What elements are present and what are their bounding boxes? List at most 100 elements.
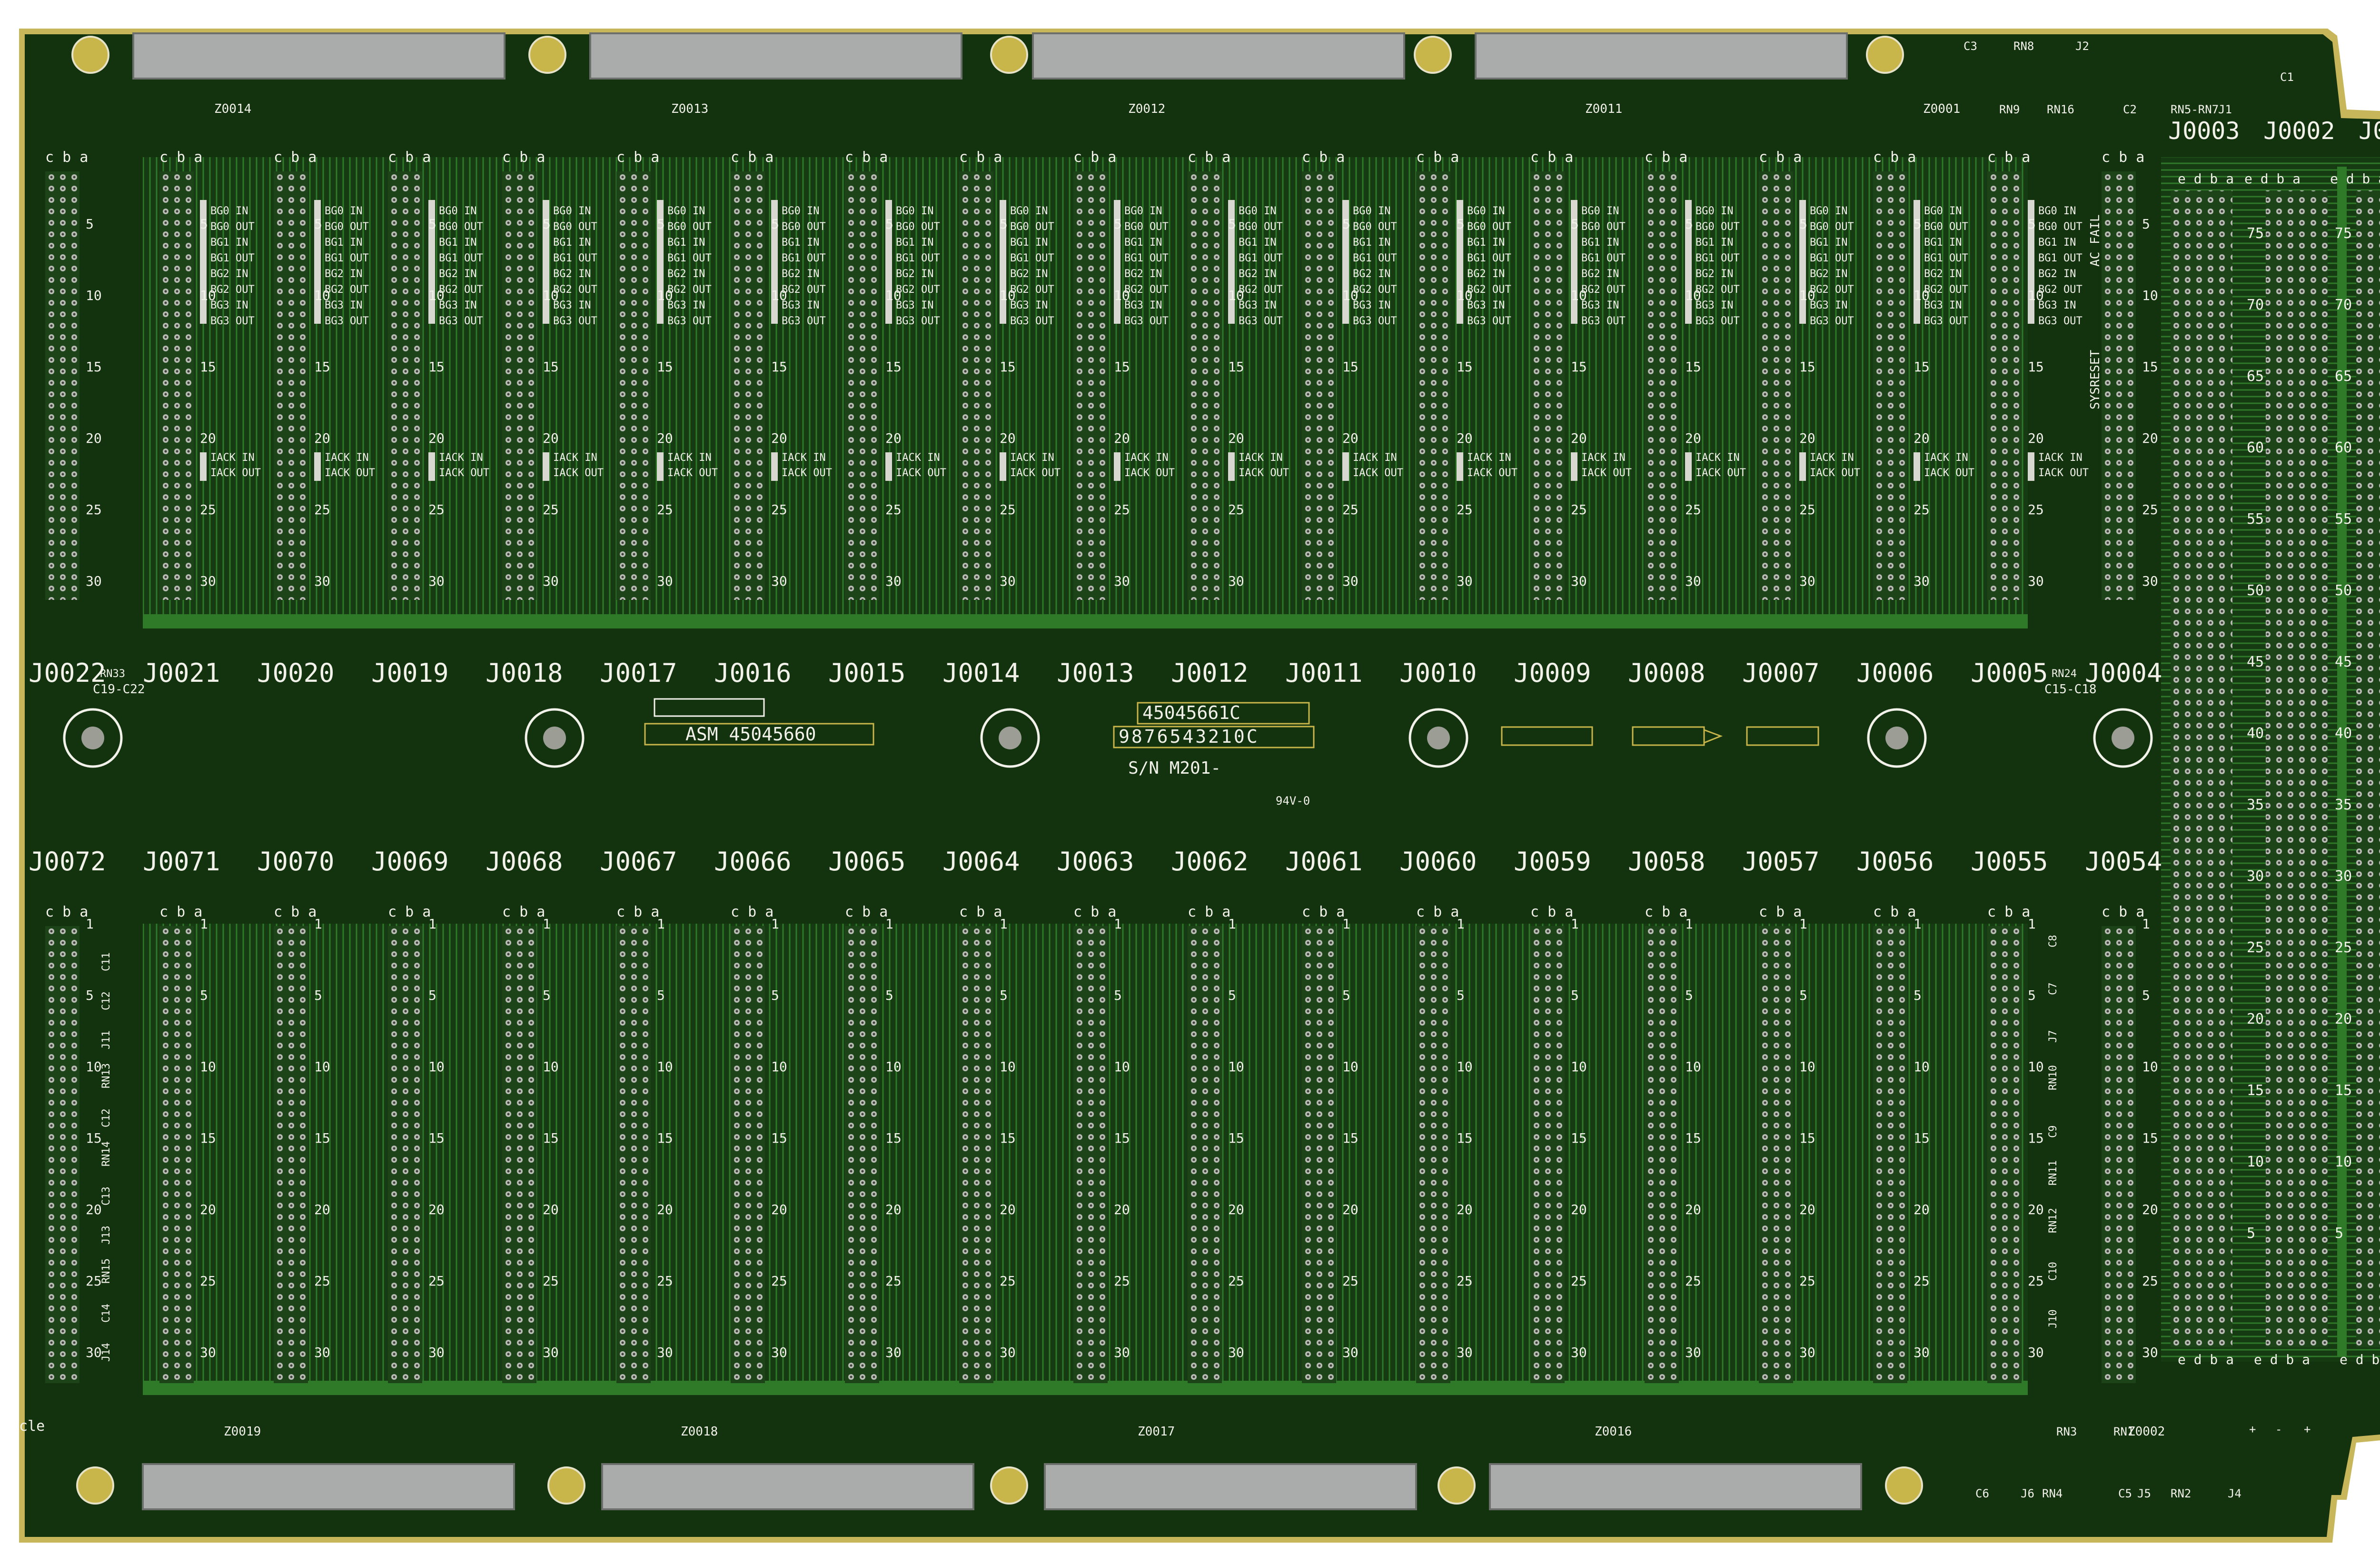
signal-label: BG0 IN — [1010, 205, 1048, 217]
pin-row-number: 5 — [1685, 987, 1693, 1003]
pin-row-number: 5 — [86, 987, 94, 1003]
signal-label: BG3 IN — [1124, 299, 1162, 311]
zone-label: Z0019 — [224, 1425, 261, 1439]
zone-label: Z0017 — [1138, 1425, 1175, 1439]
pin-row-number: 30 — [885, 573, 902, 589]
pin-row-number: 30 — [1114, 573, 1130, 589]
pin-row-number: 20 — [1228, 430, 1244, 446]
signal-label: BG3 IN — [325, 299, 362, 311]
signal-label: BG3 IN — [2038, 299, 2076, 311]
pin-row-number: 30 — [1114, 1345, 1130, 1360]
pin-row-number: 5 — [1799, 216, 1807, 232]
pin-row-number: 1 — [2028, 916, 2036, 932]
ack-label: IACK IN — [1124, 452, 1169, 464]
ack-label: IACK IN — [896, 452, 940, 464]
pin-row-number: 15 — [1342, 1130, 1359, 1146]
signal-label: BG2 OUT — [2038, 284, 2082, 296]
connector-label: J0067 — [600, 847, 677, 877]
column-header: c b a — [845, 149, 888, 166]
signal-label: BG2 OUT — [1924, 284, 1968, 296]
component-label: RN14 — [100, 1141, 112, 1166]
pin-row-number: 15 — [428, 1130, 445, 1146]
signal-label: BG2 IN — [1239, 268, 1276, 280]
pin-row-number: 15 — [314, 359, 330, 375]
pin-row-number: 5 — [2335, 1225, 2343, 1242]
serial-label: S/N M201- — [1128, 758, 1221, 778]
pin-row-number: 30 — [2028, 1345, 2044, 1360]
signal-label: BG2 OUT — [1467, 284, 1511, 296]
ack-label: IACK IN — [1581, 452, 1626, 464]
side-label: AC FAIL — [2088, 214, 2102, 267]
pin-row-number: 15 — [1571, 359, 1587, 375]
ack-label: IACK IN — [1810, 452, 1854, 464]
connector-label: J0071 — [143, 847, 220, 877]
signal-label: BG2 IN — [1924, 268, 1962, 280]
pin-row-number: 25 — [428, 502, 445, 518]
column-header: c b a — [616, 149, 659, 166]
pad-column — [1073, 171, 1108, 600]
pin-row-number: 25 — [1914, 1273, 1930, 1289]
column-header: e d b a — [2330, 171, 2380, 187]
column-header: c b a — [959, 904, 1002, 920]
pin-row-number: 20 — [2028, 430, 2044, 446]
pin-row-number: 15 — [2247, 1082, 2264, 1099]
ack-label: IACK IN — [782, 452, 826, 464]
pad-column — [1416, 926, 1450, 1383]
pin-row-number: 15 — [1000, 359, 1016, 375]
pin-row-number: 30 — [771, 573, 787, 589]
signal-label: BG0 OUT — [1810, 221, 1854, 233]
pin-row-number: 5 — [543, 987, 551, 1003]
connector-label: J0057 — [1742, 847, 1820, 877]
pad-column — [1759, 171, 1793, 600]
pin-row-number: 15 — [1228, 1130, 1244, 1146]
signal-label: BG2 OUT — [210, 284, 255, 296]
pin-row-number: 10 — [1685, 288, 1701, 303]
ack-label: IACK OUT — [1467, 467, 1517, 479]
column-header: c b a — [502, 904, 545, 920]
pin-row-number: 30 — [1228, 573, 1244, 589]
pin-row-number: 15 — [1342, 359, 1359, 375]
pin-row-number: 10 — [86, 1059, 102, 1075]
zone-label: Z0014 — [214, 102, 251, 116]
pin-row-number: 5 — [1000, 987, 1008, 1003]
ack-label: IACK OUT — [1010, 467, 1061, 479]
pin-row-number: 5 — [1799, 987, 1807, 1003]
pin-row-number: 10 — [543, 1059, 559, 1075]
pin-row-number: 1 — [86, 916, 94, 932]
connector-label: J0061 — [1285, 847, 1363, 877]
pad-column — [1530, 171, 1565, 600]
ack-label: IACK OUT — [1124, 467, 1175, 479]
part-label: 45045661C — [1142, 702, 1240, 723]
pin-row-number: 10 — [1000, 1059, 1016, 1075]
signal-label: BG2 OUT — [325, 284, 369, 296]
signal-label: BG0 IN — [1696, 205, 1733, 217]
pin-row-number: 30 — [86, 1345, 102, 1360]
center-marking — [644, 698, 1819, 748]
pad-column — [2356, 190, 2380, 1347]
pin-row-number: 1 — [314, 916, 322, 932]
signal-label: BG0 OUT — [439, 221, 483, 233]
signal-label: BG3 IN — [210, 299, 248, 311]
pin-row-number: 10 — [1457, 1059, 1473, 1075]
ack-label: IACK OUT — [1810, 467, 1860, 479]
signal-label: BG3 IN — [1581, 299, 1619, 311]
jumper-block — [2028, 200, 2034, 324]
pin-row-number: 15 — [2028, 359, 2044, 375]
pin-row-number: 25 — [428, 1273, 445, 1289]
pin-row-number: 55 — [2247, 511, 2264, 528]
zone-label: Z0002 — [2128, 1425, 2165, 1439]
column-header: c b a — [1530, 149, 1573, 166]
column-header: e d b a — [2244, 171, 2301, 187]
pin-row-number: 20 — [543, 430, 559, 446]
signal-label: BG1 OUT — [1124, 252, 1169, 264]
zone-label: Z0018 — [681, 1425, 718, 1439]
pad-column — [2102, 926, 2136, 1383]
signal-label: BG3 OUT — [439, 315, 483, 327]
column-header: c b a — [388, 149, 431, 166]
component-label: C3 — [1964, 40, 1977, 53]
pin-row-number: 20 — [2247, 1011, 2264, 1027]
pin-row-number: 1 — [543, 916, 551, 932]
ack-label: IACK OUT — [439, 467, 489, 479]
component-label: J10 — [2047, 1309, 2059, 1328]
